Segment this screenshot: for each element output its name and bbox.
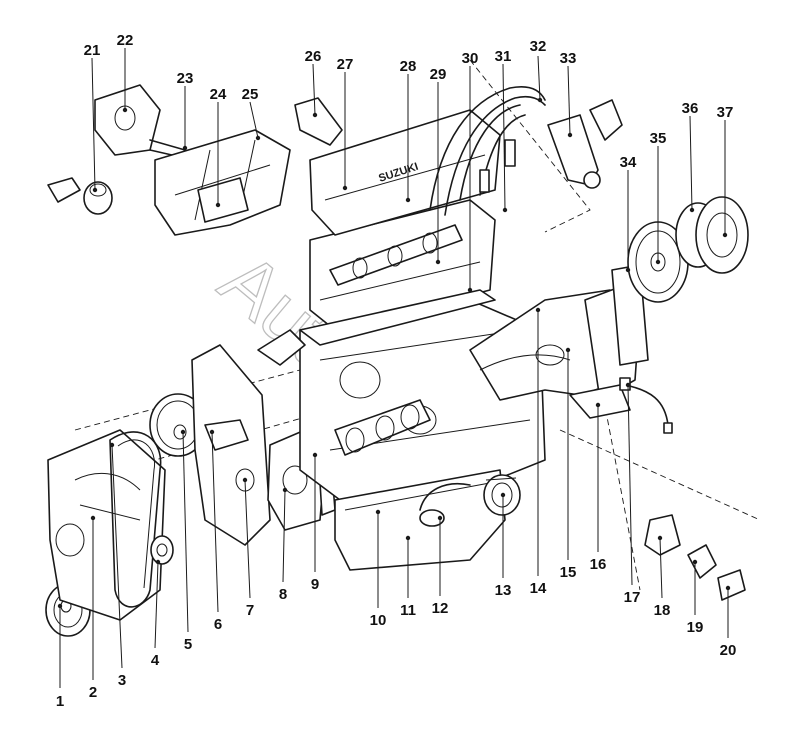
part-label-31: 31: [495, 48, 512, 65]
part-label-25: 25: [242, 86, 259, 103]
part-label-19: 19: [687, 619, 704, 636]
fuel-line-cap: [47, 177, 81, 203]
spark-plug: [479, 139, 516, 193]
intake-gasket: [197, 177, 249, 223]
part-label-22: 22: [117, 32, 134, 49]
part-label-36: 36: [682, 100, 699, 117]
part-label-26: 26: [305, 48, 322, 65]
part-label-27: 27: [337, 56, 354, 73]
part-label-5: 5: [184, 636, 192, 653]
part-label-1: 1: [56, 693, 64, 710]
part-label-14: 14: [530, 580, 547, 597]
part-label-23: 23: [177, 70, 194, 87]
part-labels: 1 2 3 4 5 6 7 8 9 10 11 12 13 14 15 16 1…: [56, 32, 737, 710]
part-label-9: 9: [311, 576, 319, 593]
timing-belt-cover: [47, 429, 166, 621]
part-label-30: 30: [462, 50, 479, 67]
throttle-body: [94, 84, 161, 156]
fuel-filter: [83, 181, 113, 215]
part-label-10: 10: [370, 612, 387, 629]
engine-mount-front: [644, 514, 681, 556]
part-label-20: 20: [720, 642, 737, 659]
distributor-cap: [589, 99, 623, 141]
part-label-6: 6: [214, 616, 222, 633]
part-label-29: 29: [430, 66, 447, 83]
distributor: [547, 114, 601, 189]
inner-timing-cover: [191, 344, 271, 546]
part-label-17: 17: [624, 589, 641, 606]
camshaft: [329, 224, 463, 286]
leader-lines: [59, 48, 729, 688]
part-label-34: 34: [620, 154, 637, 171]
part-label-24: 24: [210, 86, 227, 103]
timing-belt: [109, 431, 162, 608]
part-label-12: 12: [432, 600, 449, 617]
part-label-21: 21: [84, 42, 101, 59]
part-label-37: 37: [717, 104, 734, 121]
part-label-2: 2: [89, 684, 97, 701]
engine-mount-middle: [687, 544, 717, 579]
part-label-35: 35: [650, 130, 667, 147]
part-label-7: 7: [246, 602, 254, 619]
part-label-28: 28: [400, 58, 417, 75]
part-label-11: 11: [400, 602, 416, 619]
tensioner-pulley: [150, 535, 174, 565]
part-label-13: 13: [495, 582, 512, 599]
crankshaft: [334, 399, 431, 456]
leader-dots: [57, 97, 731, 609]
part-label-16: 16: [590, 556, 607, 573]
thermostat-housing: [294, 97, 343, 146]
part-label-3: 3: [118, 672, 126, 689]
part-label-18: 18: [654, 602, 671, 619]
clutch-pressure-plate: [695, 196, 749, 274]
oil-strainer: [419, 483, 471, 527]
head-gasket: [299, 289, 496, 346]
part-label-4: 4: [151, 652, 160, 669]
water-pump: [257, 329, 306, 366]
part-label-32: 32: [530, 38, 547, 55]
part-label-8: 8: [279, 586, 287, 603]
engine-mount-bracket: [717, 569, 746, 601]
oxygen-sensor: [619, 377, 673, 434]
part-label-15: 15: [560, 564, 577, 581]
part-label-33: 33: [560, 50, 577, 67]
